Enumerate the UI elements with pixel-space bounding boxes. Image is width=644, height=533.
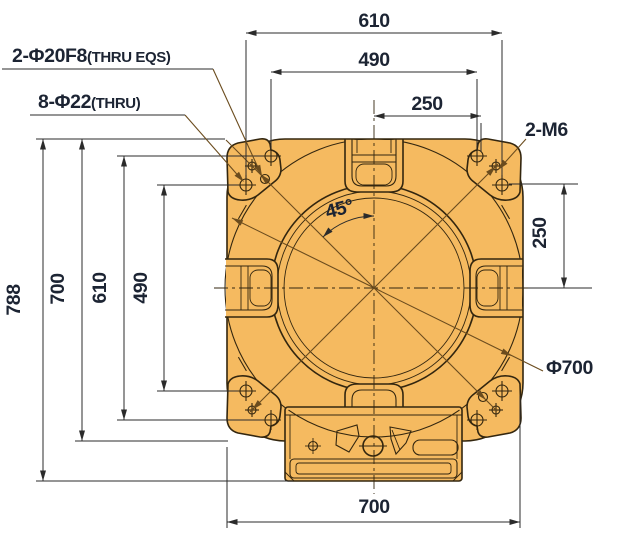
label-bore-diameter: Φ700 xyxy=(546,357,593,379)
dim-text-left-490: 490 xyxy=(130,272,152,304)
dim-right-250 xyxy=(509,183,592,289)
dim-text-left-700: 700 xyxy=(47,273,69,305)
leader-tap-holes xyxy=(498,138,527,170)
leader-bolt-holes xyxy=(30,114,244,182)
dim-top-610 xyxy=(245,30,503,178)
block-center-hole xyxy=(359,435,387,457)
dim-left-610 xyxy=(117,155,263,421)
dim-text-top-490: 490 xyxy=(358,49,390,71)
dim-text-top-250: 250 xyxy=(411,93,443,115)
circle-tick-marks xyxy=(237,204,511,372)
dim-top-250 xyxy=(374,113,482,152)
angle-arc xyxy=(322,212,375,238)
dim-bottom-700 xyxy=(226,396,521,528)
dim-text-right-250: 250 xyxy=(529,217,551,249)
bore-diameter-leader xyxy=(231,217,544,372)
dim-text-bottom-700: 700 xyxy=(358,496,390,518)
bolt-holes-phi22 xyxy=(236,146,512,430)
dim-left-490 xyxy=(157,184,238,392)
dim-text-left-610: 610 xyxy=(89,272,111,304)
diagonal-45-line xyxy=(225,139,498,412)
leader-pin-holes xyxy=(2,68,262,176)
connector-block xyxy=(284,406,463,482)
dim-left-700 xyxy=(75,139,228,442)
dim-text-top-610: 610 xyxy=(358,10,390,32)
label-bolt-holes: 8-Φ22(THRU) xyxy=(38,91,141,113)
label-tap-holes: 2-M6 xyxy=(525,119,568,141)
block-wedge-right xyxy=(389,426,412,456)
label-pin-holes: 2-Φ20F8(THRU EQS) xyxy=(12,45,171,67)
dim-left-788 xyxy=(36,138,293,482)
pin-holes-phi20 xyxy=(259,173,489,403)
block-slot-rect xyxy=(412,439,459,456)
dim-text-left-788: 788 xyxy=(3,284,25,316)
block-pin-hole xyxy=(305,438,321,454)
block-wedge-left xyxy=(335,424,360,453)
